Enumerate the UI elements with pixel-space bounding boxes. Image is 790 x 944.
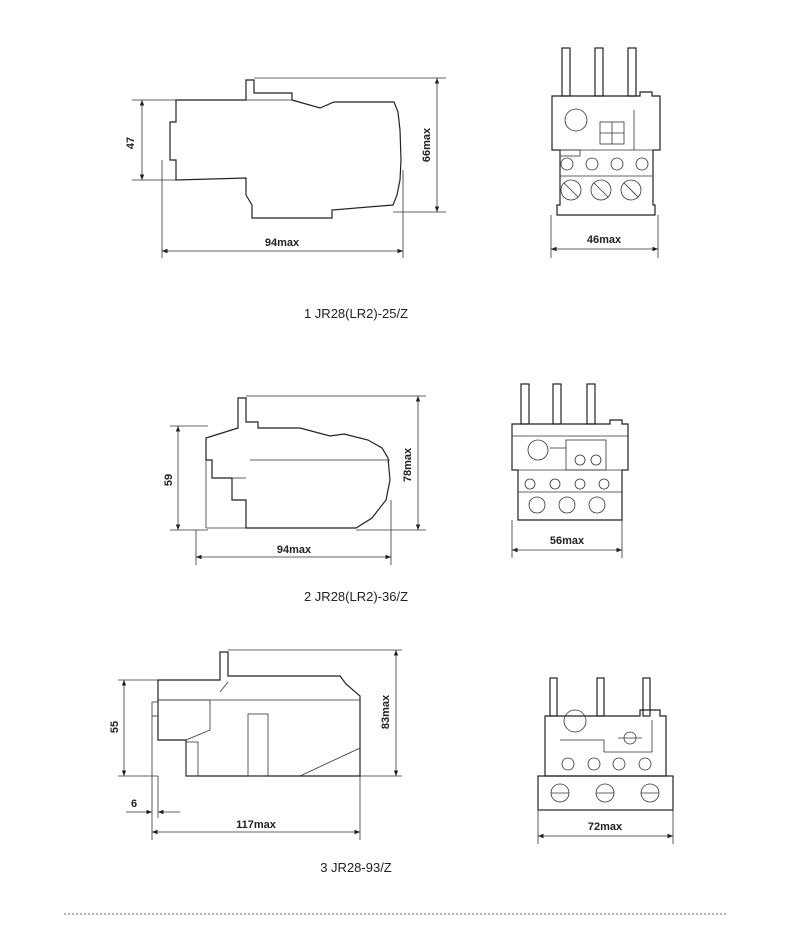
figure-2-caption: 2 JR28(LR2)-36/Z <box>304 589 408 604</box>
figure-2-width-label: 94max <box>277 544 312 556</box>
figure-3-offset-label: 6 <box>131 798 137 810</box>
figure-1-side-view: 47 66max 94max <box>125 77 446 258</box>
figure-2-front-view: 56max <box>511 383 629 558</box>
figure-3-width-label: 117max <box>236 819 277 831</box>
figure-3-front-width-label: 72max <box>588 821 623 833</box>
figure-3-side-view: 55 83max 6 117max <box>109 649 402 840</box>
figure-3: 55 83max 6 117max <box>109 649 674 875</box>
figure-2-height-label: 59 <box>163 474 175 486</box>
figure-1: 47 66max 94max <box>125 47 661 321</box>
figure-1-overall-height-label: 66max <box>421 127 433 162</box>
figure-3-front-view: 72max <box>537 677 674 844</box>
figure-2-front-width-label: 56max <box>550 535 585 547</box>
figure-1-front-width-label: 46max <box>587 234 622 246</box>
figure-2-side-view: 59 78max 94max <box>163 395 426 565</box>
figure-2-overall-height-label: 78max <box>402 447 414 482</box>
figure-3-caption: 3 JR28-93/Z <box>320 860 392 875</box>
figure-3-height-label: 55 <box>109 721 121 733</box>
figure-1-width-label: 94max <box>265 237 300 249</box>
figure-1-caption: 1 JR28(LR2)-25/Z <box>304 306 408 321</box>
figure-2: 59 78max 94max <box>163 383 629 604</box>
figure-1-front-view: 46max <box>550 47 661 258</box>
figure-3-overall-height-label: 83max <box>380 694 392 729</box>
figure-1-height-label: 47 <box>125 137 137 149</box>
